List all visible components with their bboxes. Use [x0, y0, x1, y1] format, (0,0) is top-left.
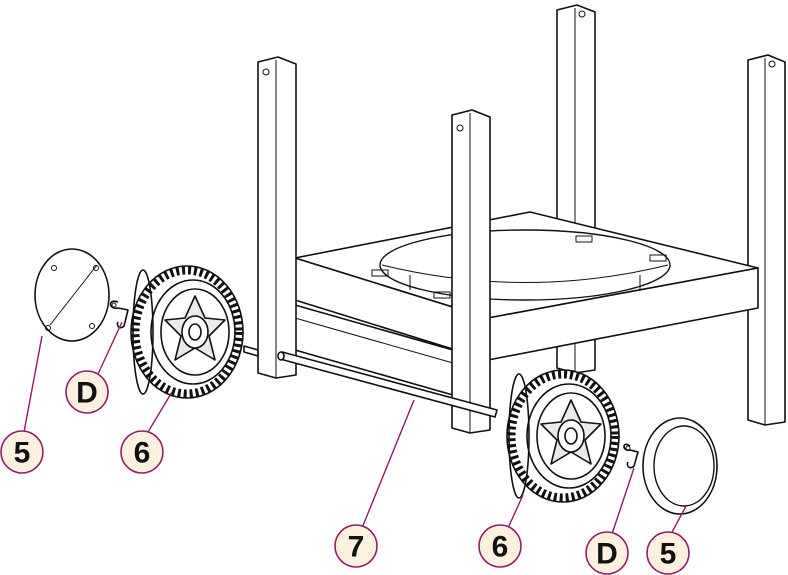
hubcap-right [642, 417, 718, 515]
leader-d-left [97, 321, 123, 375]
leg-front-middle [451, 109, 491, 434]
callout-label: 7 [348, 531, 365, 564]
wheel-right [506, 369, 620, 503]
clip-left [109, 300, 129, 329]
leader-5-right [669, 505, 687, 537]
callout-label: D [76, 377, 98, 410]
callout-label: 5 [14, 437, 31, 470]
callout-6-right: 6 [478, 524, 522, 568]
leader-lines [23, 321, 687, 537]
wheel-left [130, 265, 244, 399]
leader-5-left [23, 335, 43, 433]
callout-label: D [596, 538, 618, 571]
leader-6-right [507, 494, 524, 529]
callout-6-left: 6 [120, 430, 164, 474]
clip-right [623, 443, 639, 469]
callout-label: 5 [660, 538, 677, 571]
callout-label: 6 [492, 531, 509, 564]
axle [243, 345, 498, 418]
callout-5-right: 5 [646, 531, 690, 575]
leg-front-left [257, 56, 297, 379]
leader-7 [361, 399, 415, 529]
hubcap-left [34, 248, 110, 342]
callout-5-left: 5 [0, 430, 44, 474]
callout-label: 6 [134, 437, 151, 470]
callout-d-right: D [585, 531, 629, 575]
leg-back-right [747, 54, 786, 426]
leader-6-left [147, 391, 173, 433]
leader-d-right [611, 467, 635, 535]
callout-7: 7 [334, 524, 378, 568]
callout-d-left: D [65, 370, 109, 414]
